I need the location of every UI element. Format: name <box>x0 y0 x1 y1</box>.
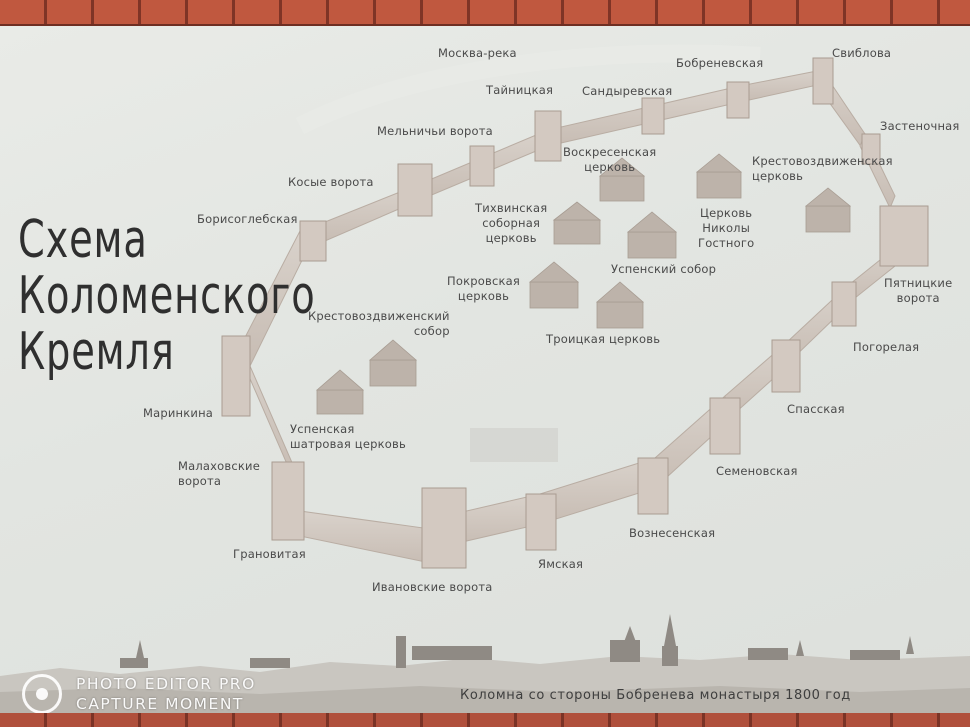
label-krestovozdv-sobor: Крестовоздвиженский собор <box>308 309 450 339</box>
label-moskva-reka: Москва-река <box>438 46 517 60</box>
label-uspenskaya-shatr-line-1: Успенская <box>290 422 355 436</box>
title-line-1: Схема <box>18 210 148 270</box>
label-spasskaya: Спасская <box>787 402 845 416</box>
camera-lens-icon <box>22 674 62 714</box>
moskva-river-path <box>295 44 761 135</box>
tower-ivanovskie <box>421 487 467 569</box>
title-line-3: Кремля <box>18 322 175 382</box>
label-uspenskaya-shatr-line-2: шатровая церковь <box>290 437 406 451</box>
label-borisoglebskaya: Борисоглебская <box>197 212 298 226</box>
church-icon <box>695 153 743 199</box>
label-voskresenskaya: Воскресенская церковь <box>563 145 656 175</box>
church-icon <box>804 187 852 233</box>
title-line-2: Коломенского <box>18 266 316 326</box>
tower-borisoglebskaya <box>299 220 327 262</box>
label-pyatnitskie-line-1: Пятницкие <box>884 276 953 290</box>
church-icon <box>368 339 418 387</box>
label-marinkina: Маринкина <box>143 406 214 420</box>
map-title: Схема Коломенского Кремля <box>18 212 316 380</box>
watermark-line-1: PHOTO EDITOR PRO <box>76 675 256 693</box>
label-troitskaya: Троицкая церковь <box>546 332 661 346</box>
church-icon <box>315 369 365 415</box>
watermark: PHOTO EDITOR PRO CAPTURE MOMENT <box>22 674 256 714</box>
label-voskresenskaya-line-2: церковь <box>584 160 636 174</box>
church-icon <box>552 201 602 245</box>
tower-sandyrevskaya <box>641 97 665 135</box>
tower-kosye <box>397 163 433 217</box>
church-icon <box>528 261 580 309</box>
label-tikhvinskaya-line-1: Тихвинская <box>475 201 548 215</box>
information-board: Схема Коломенского Кремля Москва-река Та… <box>0 26 970 716</box>
label-krestovozdv-tserkov-line-2: церковь <box>752 169 804 183</box>
label-pyatnitskie-line-2: ворота <box>896 291 940 305</box>
brick-wall-bottom <box>0 713 970 727</box>
brick-wall-top <box>0 0 970 27</box>
label-sandyrevskaya: Сандыревская <box>582 84 673 98</box>
label-pokrovskaya-line-1: Покровская <box>447 274 520 288</box>
tower-pogorelaya <box>831 281 857 327</box>
label-krestovozdv-sobor-line-2: собор <box>413 324 450 338</box>
label-kosye: Косые ворота <box>288 175 374 189</box>
label-krestovozdv-tserkov-line-1: Крестовоздвиженская <box>752 154 893 168</box>
tower-bobrenevskaya <box>726 81 750 119</box>
label-nikoly: Церковь Николы Гостного <box>698 206 754 251</box>
worn-patch <box>470 428 558 462</box>
label-melnichyi: Мельничьи ворота <box>377 124 493 138</box>
label-uspenskaya-shatr: Успенская шатровая церковь <box>290 422 406 452</box>
tower-pyatnitskie <box>879 205 929 267</box>
kremlin-towers <box>221 57 929 569</box>
watermark-text: PHOTO EDITOR PRO CAPTURE MOMENT <box>76 674 256 714</box>
tower-semenovskaya <box>709 397 741 455</box>
label-krestovozdv-tserkov: Крестовоздвиженская церковь <box>752 154 893 184</box>
label-pokrovskaya: Покровская церковь <box>447 274 520 304</box>
label-uspenskiy-sobor: Успенский собор <box>611 262 717 276</box>
label-voskresenskaya-line-1: Воскресенская <box>563 145 657 159</box>
church-icon <box>626 211 678 259</box>
church-icons <box>315 153 852 415</box>
tower-marinkina <box>221 335 251 417</box>
label-pokrovskaya-line-2: церковь <box>457 289 510 303</box>
label-nikoly-line-1: Церковь <box>700 206 753 220</box>
label-nikoly-line-2: Николы <box>702 221 751 235</box>
tower-zastenochnaya <box>861 133 881 165</box>
watermark-line-2: CAPTURE MOMENT <box>76 695 244 713</box>
label-malakhovskie-line-2: ворота <box>178 474 222 488</box>
label-semenovskaya: Семеновская <box>716 464 798 478</box>
label-bobrenevskaya: Бобреневская <box>676 56 764 70</box>
label-tikhvinskaya-line-3: церковь <box>485 231 537 245</box>
label-nikoly-line-3: Гостного <box>698 236 755 250</box>
tower-taynitskaya <box>534 110 562 162</box>
label-krestovozdv-sobor-line-1: Крестовоздвиженский <box>308 309 450 323</box>
label-tikhvinskaya-line-2: соборная <box>482 216 541 230</box>
tower-granovitaya <box>271 461 305 541</box>
tower-sviblova <box>812 57 834 105</box>
label-taynitskaya: Тайницкая <box>486 83 554 97</box>
label-sviblova: Свиблова <box>832 46 892 60</box>
kremlin-map <box>221 44 929 569</box>
label-voznesenskaya: Вознесенская <box>629 526 716 540</box>
label-yamskaya: Ямская <box>538 557 584 571</box>
tower-melnichyi <box>469 145 495 187</box>
tower-yamskaya <box>525 493 557 551</box>
label-zastenochnaya: Застеночная <box>880 119 960 133</box>
tower-spasskaya <box>771 339 801 393</box>
church-icon <box>595 281 645 329</box>
label-ivanovskie: Ивановские ворота <box>372 580 493 594</box>
label-tikhvinskaya: Тихвинская соборная церковь <box>475 201 547 246</box>
church-icon <box>598 157 646 202</box>
label-granovitaya: Грановитая <box>233 547 306 561</box>
label-malakhovskie-line-1: Малаховские <box>178 459 261 473</box>
kolomna-panorama <box>0 614 970 716</box>
tower-voznesenskaya <box>637 457 669 515</box>
panorama-caption: Коломна со стороны Бобренева монастыря 1… <box>460 688 851 703</box>
label-malakhovskie: Малаховские ворота <box>178 459 260 489</box>
label-pogorelaya: Погорелая <box>853 340 920 354</box>
label-pyatnitskie: Пятницкие ворота <box>884 276 952 306</box>
